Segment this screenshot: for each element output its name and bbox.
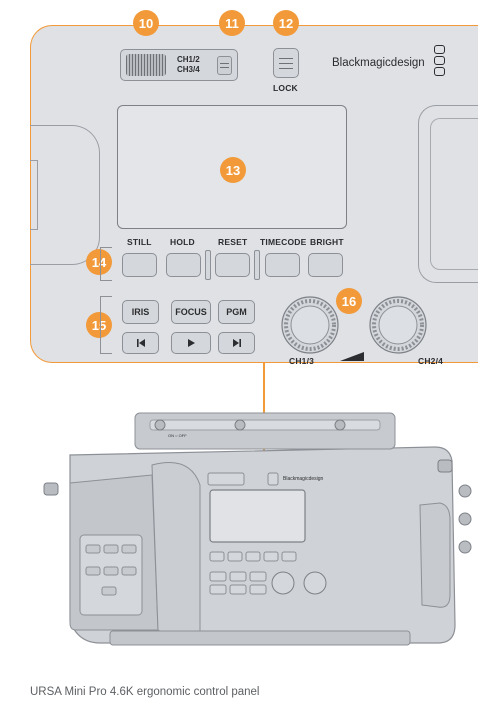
brand-logo-icon	[434, 45, 445, 76]
skip-back-icon	[136, 339, 145, 347]
lock-switch[interactable]	[273, 48, 299, 78]
reset-divider-left	[205, 250, 211, 280]
bright-button[interactable]	[308, 253, 343, 277]
camera-brand-text: Blackmagicdesign	[283, 476, 324, 482]
play-icon	[188, 339, 195, 347]
headphone-volume-wheel[interactable]: CH1/2 CH3/4	[120, 49, 238, 81]
callout-13: 13	[220, 157, 246, 183]
level-ramp-icon	[340, 348, 364, 366]
callout-11: 11	[219, 10, 245, 36]
ch-select-switch[interactable]	[217, 56, 232, 75]
camera-power-label: ON ○ OFF	[168, 433, 187, 438]
reset-button[interactable]	[215, 253, 250, 277]
ch-switch-label-bottom: CH3/4	[177, 65, 200, 74]
pgm-button[interactable]: PGM	[218, 300, 255, 324]
reset-label: RESET	[218, 237, 248, 247]
hold-label: HOLD	[170, 237, 195, 247]
bracket-14	[100, 247, 112, 281]
knob-right-label: CH2/4	[418, 356, 444, 366]
focus-button[interactable]: FOCUS	[171, 300, 211, 324]
knob-left-label: CH1/3	[289, 356, 315, 366]
audio-knob-right[interactable]	[368, 295, 428, 360]
figure-caption: URSA Mini Pro 4.6K ergonomic control pan…	[30, 686, 260, 698]
iris-button[interactable]: IRIS	[122, 300, 159, 324]
callout-15: 15	[86, 312, 112, 338]
callout-14: 14	[86, 249, 112, 275]
bracket-15	[100, 296, 112, 354]
timecode-button[interactable]	[265, 253, 300, 277]
callout-12: 12	[273, 10, 299, 36]
reset-divider-right	[254, 250, 260, 280]
play-button[interactable]	[171, 332, 211, 354]
wheel-grip	[126, 54, 166, 76]
panel-right-grip-inner	[430, 118, 478, 270]
panel-right-grip	[418, 105, 478, 283]
panel-left-grip	[30, 125, 100, 265]
bright-label: BRIGHT	[310, 237, 344, 247]
hold-button[interactable]	[166, 253, 201, 277]
timecode-label: TIMECODE	[260, 237, 307, 247]
panel-left-notch	[30, 160, 38, 230]
still-button[interactable]	[122, 253, 157, 277]
skip-forward-button[interactable]	[218, 332, 255, 354]
callout-10: 10	[133, 10, 159, 36]
ch-switch-label-top: CH1/2	[177, 55, 200, 64]
skip-back-button[interactable]	[122, 332, 159, 354]
skip-forward-icon	[232, 339, 241, 347]
audio-knob-left[interactable]	[280, 295, 340, 360]
camera-illustration	[43, 412, 472, 646]
lock-label: LOCK	[273, 83, 298, 93]
still-label: STILL	[127, 237, 152, 247]
brand-logo-text: Blackmagicdesign	[332, 57, 425, 69]
callout-16: 16	[336, 288, 362, 314]
